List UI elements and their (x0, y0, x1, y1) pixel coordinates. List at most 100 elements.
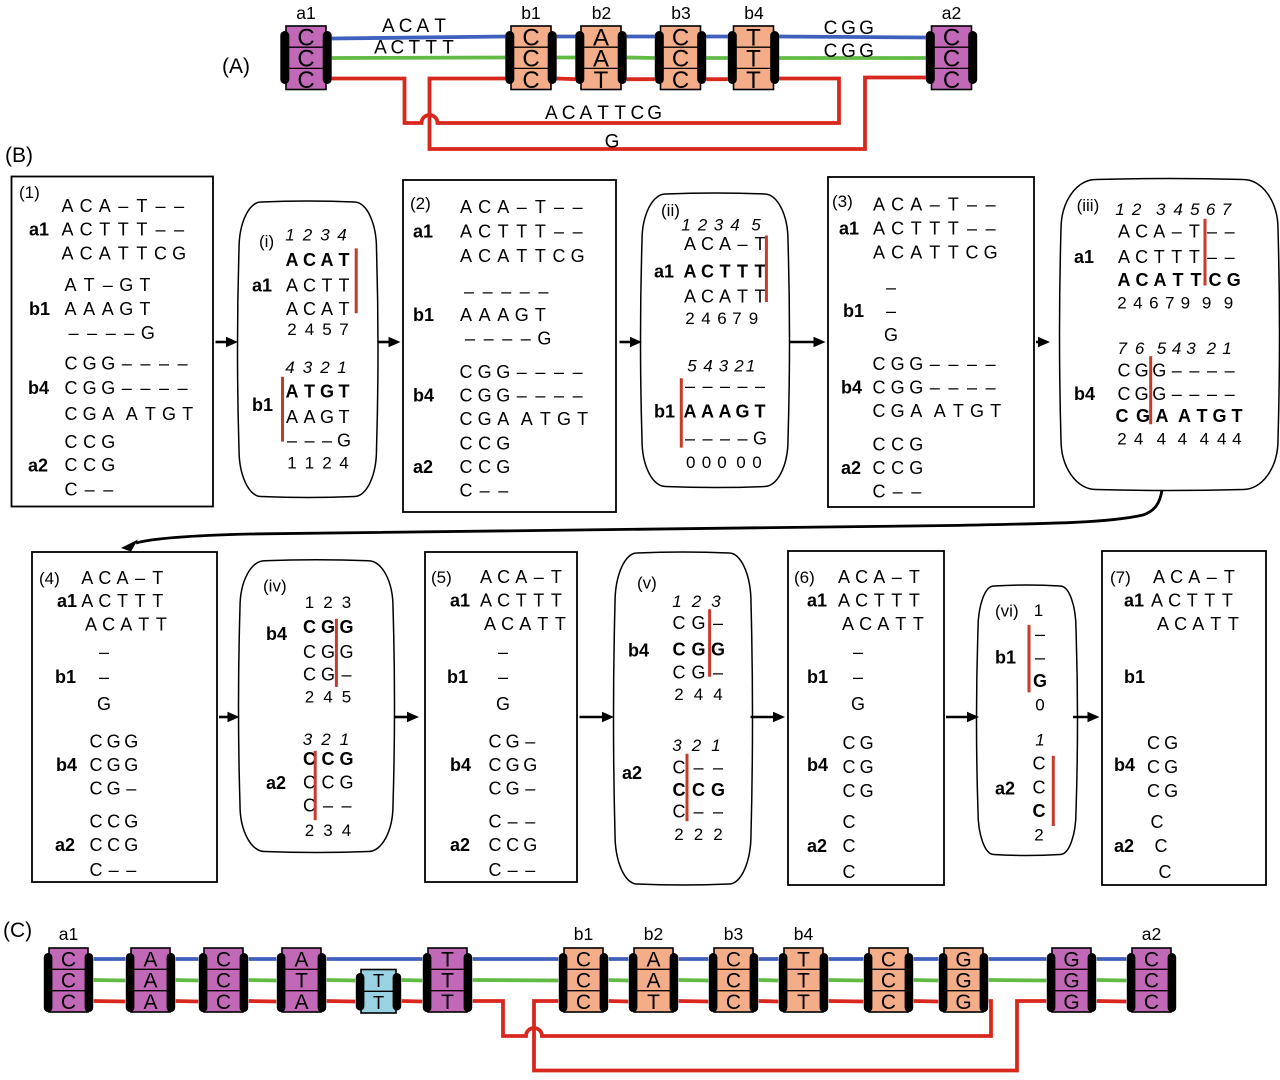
svg-text:G: G (119, 299, 133, 319)
svg-text:C: C (297, 24, 314, 51)
svg-text:–: – (498, 667, 508, 687)
svg-text:–: – (323, 796, 333, 816)
svg-text:2: 2 (697, 216, 708, 235)
svg-text:T: T (895, 614, 906, 634)
svg-text:3: 3 (711, 592, 721, 611)
svg-text:G: G (1227, 270, 1241, 290)
svg-text:0: 0 (702, 453, 711, 472)
svg-text:–: – (525, 779, 535, 799)
svg-text:T: T (737, 262, 748, 282)
svg-text:G: G (841, 18, 856, 39)
svg-text:G: G (1164, 781, 1178, 801)
svg-text:(ii): (ii) (661, 201, 680, 220)
svg-text:0: 0 (752, 453, 761, 472)
svg-text:G: G (321, 642, 335, 662)
svg-text:G: G (860, 757, 874, 777)
svg-text:T: T (948, 195, 959, 215)
svg-text:G: G (537, 329, 551, 349)
svg-text:A: A (286, 382, 299, 402)
svg-text:G: G (478, 362, 492, 382)
svg-text:T: T (1228, 614, 1239, 634)
svg-text:–: – (517, 362, 527, 382)
svg-text:T: T (535, 197, 546, 217)
svg-text:T: T (797, 970, 810, 993)
svg-text:T: T (929, 219, 940, 239)
svg-text:A: A (286, 276, 298, 296)
svg-text:C: C (90, 779, 103, 799)
svg-text:a1: a1 (1074, 247, 1094, 267)
svg-text:G: G (891, 354, 905, 374)
svg-text:C: C (843, 733, 856, 753)
svg-text:T: T (118, 244, 129, 264)
svg-text:1: 1 (681, 216, 690, 235)
svg-text:–: – (1207, 384, 1217, 404)
svg-text:G: G (1164, 733, 1178, 753)
svg-text:C: C (489, 732, 502, 752)
svg-text:2: 2 (305, 821, 314, 840)
svg-text:T: T (891, 591, 902, 611)
svg-text:C: C (80, 244, 93, 264)
svg-text:G: G (101, 432, 115, 452)
svg-text:6: 6 (717, 309, 726, 328)
svg-text:G: G (859, 41, 874, 62)
svg-text:T: T (614, 103, 626, 124)
svg-text:C: C (297, 46, 314, 73)
svg-text:A: A (286, 250, 299, 270)
svg-text:T: T (152, 568, 163, 588)
svg-text:A: A (579, 103, 592, 124)
svg-text:–: – (465, 329, 475, 349)
svg-text:–: – (554, 386, 564, 406)
svg-text:–: – (892, 567, 902, 587)
svg-text:–: – (685, 429, 695, 449)
svg-text:C: C (881, 948, 896, 971)
svg-text:b4: b4 (807, 755, 828, 775)
svg-text:T: T (135, 591, 146, 611)
svg-text:G: G (515, 305, 529, 325)
svg-text:A: A (81, 568, 93, 588)
svg-text:2: 2 (691, 592, 702, 611)
svg-text:C: C (107, 835, 120, 855)
svg-text:2: 2 (1206, 339, 1217, 358)
svg-text:G: G (124, 732, 138, 752)
svg-text:G: G (83, 354, 97, 374)
svg-text:4: 4 (337, 226, 346, 245)
svg-text:–: – (140, 378, 150, 398)
svg-text:–: – (126, 860, 136, 880)
svg-text:A: A (294, 948, 308, 971)
svg-text:a2: a2 (841, 458, 861, 478)
svg-text:G: G (321, 665, 335, 685)
svg-text:T: T (597, 103, 609, 124)
svg-text:A: A (286, 407, 298, 427)
svg-text:T: T (516, 222, 527, 242)
svg-text:T: T (533, 591, 544, 611)
svg-text:G: G (107, 779, 121, 799)
svg-text:T: T (295, 970, 308, 993)
svg-text:A: A (1156, 406, 1169, 426)
svg-text:A: A (842, 614, 854, 634)
svg-text:A: A (521, 409, 533, 429)
svg-text:2: 2 (1117, 294, 1126, 313)
svg-text:T: T (909, 591, 920, 611)
svg-text:C: C (672, 67, 689, 94)
svg-text:G: G (909, 435, 923, 455)
svg-text:G: G (496, 434, 510, 454)
svg-text:–: – (1225, 222, 1235, 242)
svg-text:–: – (106, 323, 116, 343)
svg-text:–: – (573, 362, 583, 382)
svg-text:2: 2 (674, 825, 683, 844)
svg-text:–: – (930, 195, 940, 215)
svg-text:b4: b4 (1074, 384, 1095, 404)
svg-text:–: – (967, 219, 977, 239)
svg-text:C: C (891, 458, 904, 478)
svg-text:–: – (1207, 567, 1217, 587)
svg-text:9: 9 (1202, 294, 1211, 313)
svg-text:T: T (911, 219, 922, 239)
svg-text:C: C (107, 812, 120, 832)
svg-text:2: 2 (323, 593, 332, 612)
svg-text:1: 1 (285, 226, 294, 245)
svg-text:T: T (555, 614, 566, 634)
svg-text:C: C (83, 455, 96, 475)
svg-text:4: 4 (1133, 294, 1142, 313)
svg-text:G: G (141, 323, 155, 343)
svg-text:C: C (501, 614, 514, 634)
